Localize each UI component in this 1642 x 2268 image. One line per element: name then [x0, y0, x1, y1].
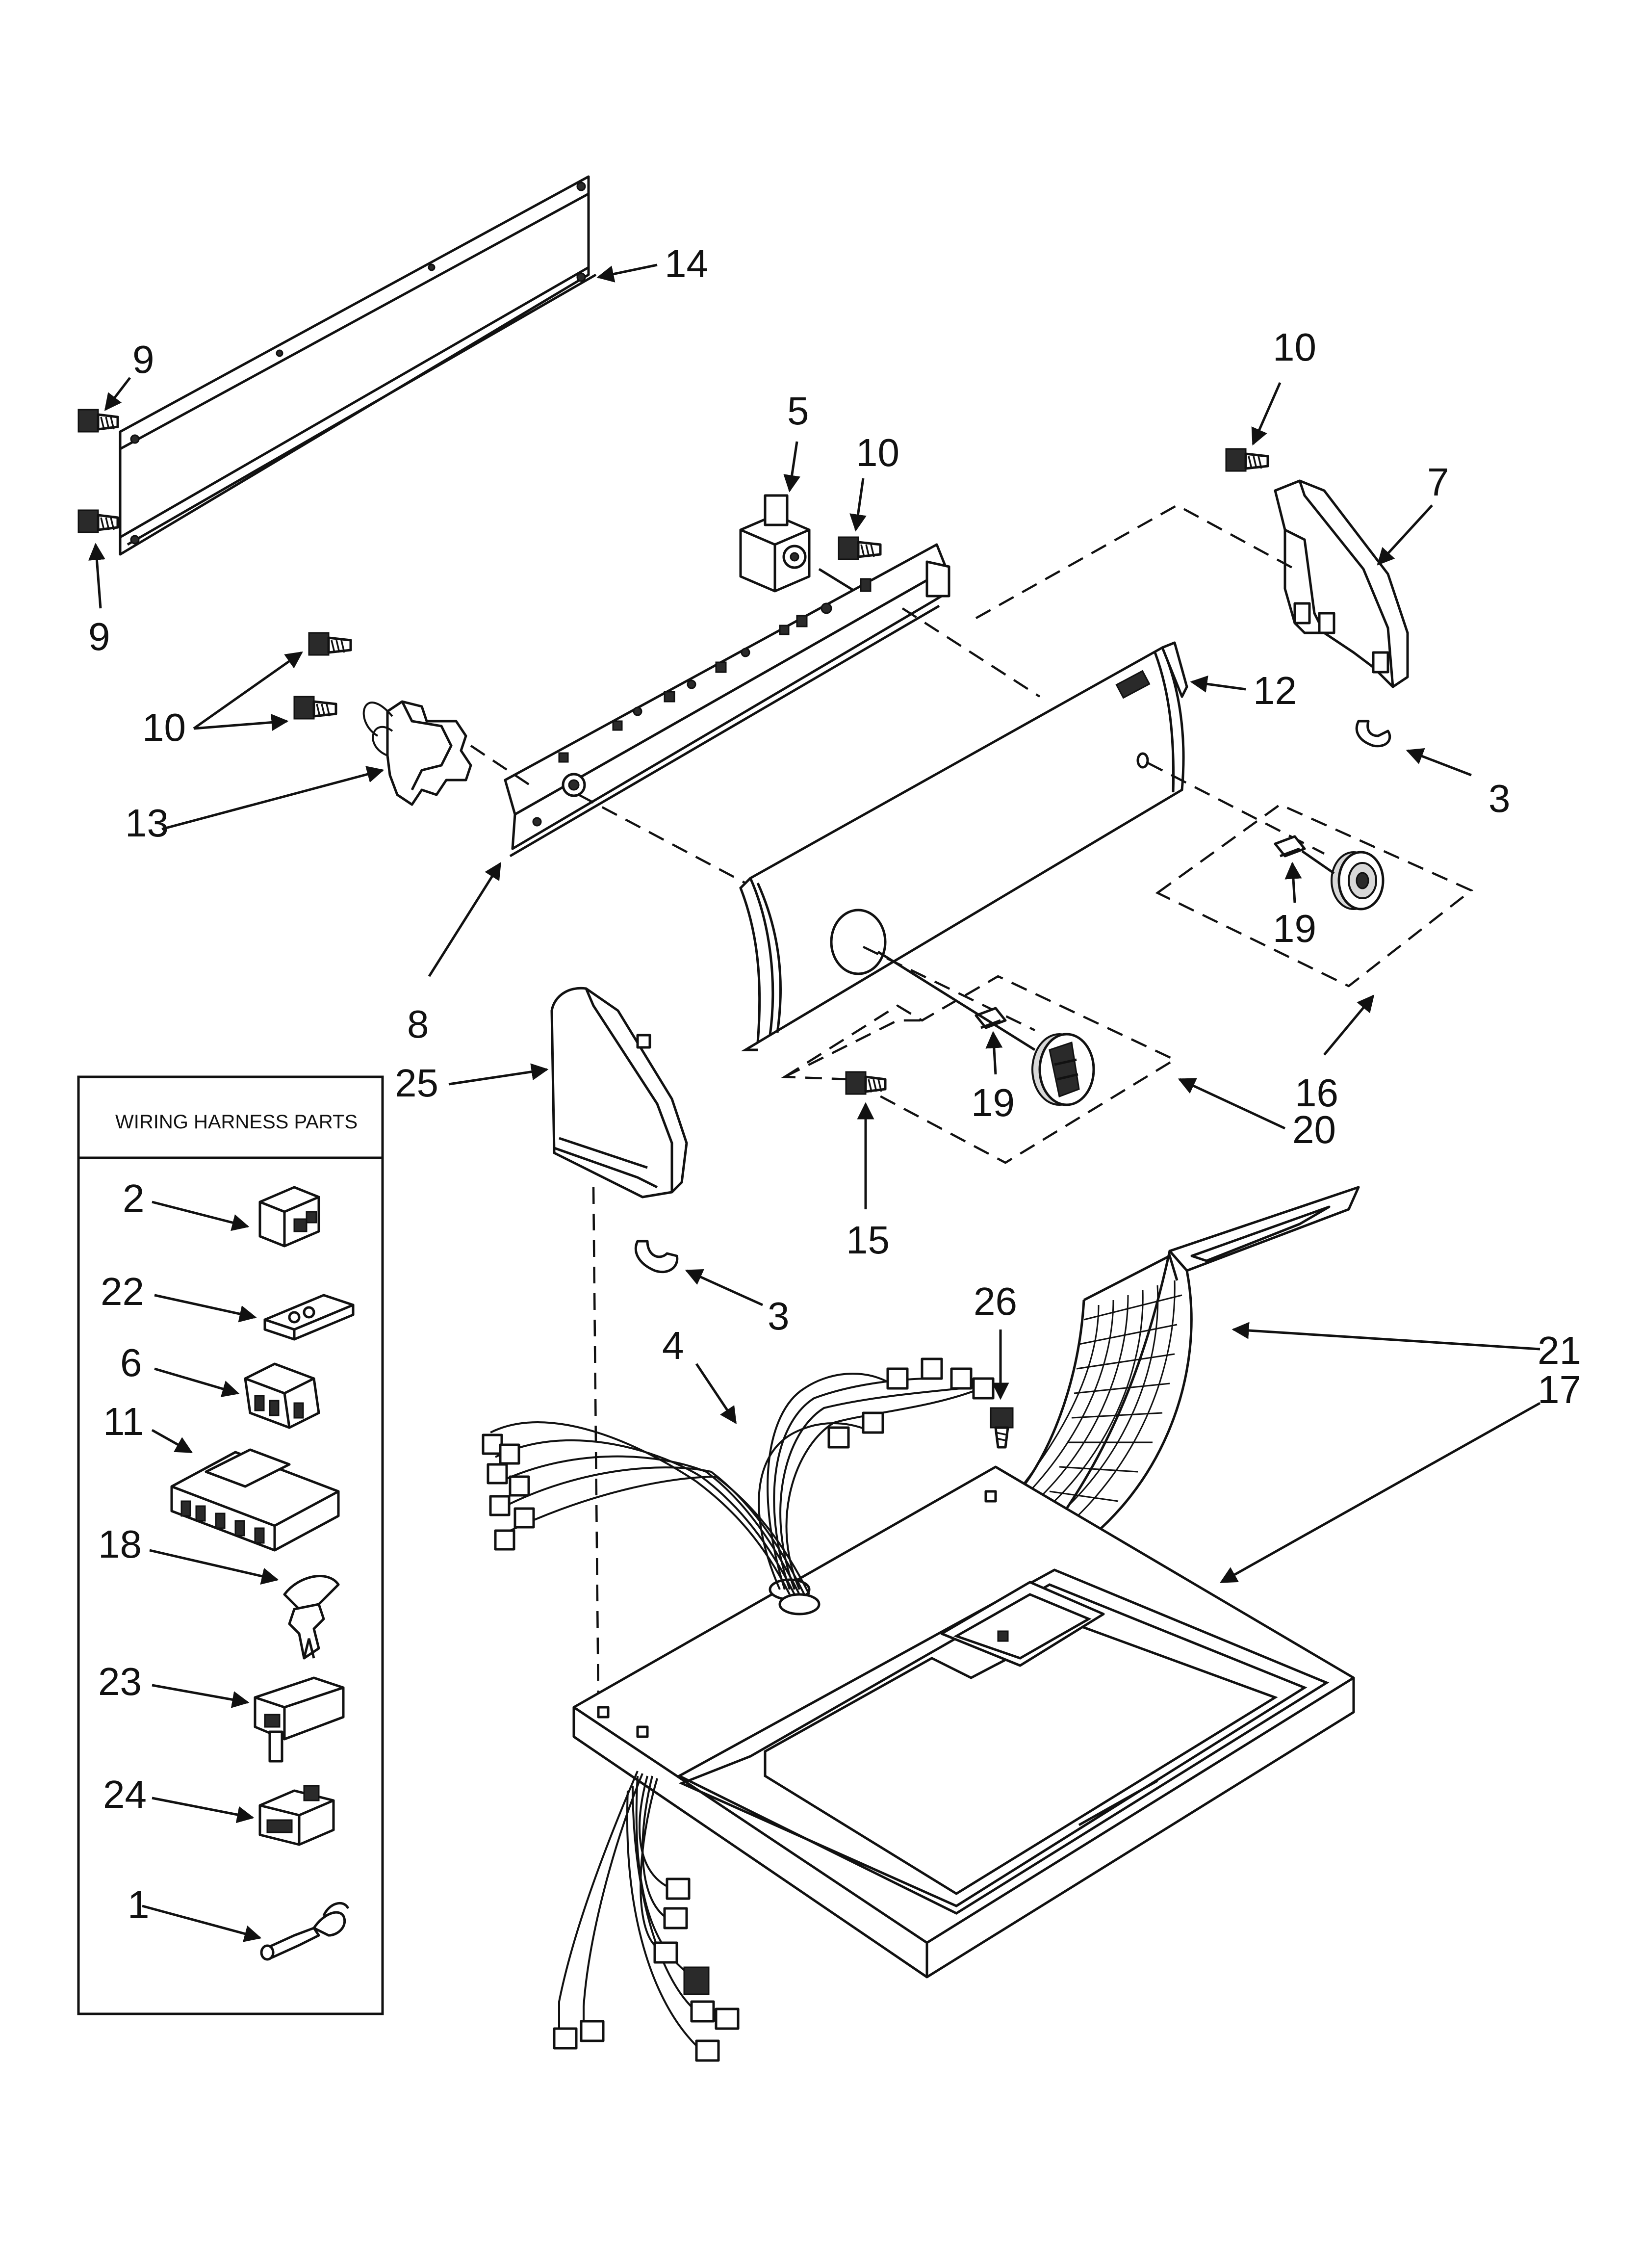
harness-connectors-upper	[482, 1357, 995, 1551]
callout-17: 17	[1538, 1368, 1581, 1411]
clip-part-19-right	[1274, 835, 1306, 858]
screw-10-right	[1225, 448, 1269, 472]
screw-10-left-lower	[293, 696, 337, 720]
callout-21: 21	[1538, 1329, 1581, 1372]
callout-8: 8	[407, 1002, 429, 1046]
screw-9-lower	[77, 509, 119, 533]
callout-19-right: 19	[1273, 907, 1316, 950]
callout-15: 15	[846, 1218, 890, 1262]
connector-part-11	[170, 1448, 340, 1552]
callout-9-upper: 9	[132, 338, 154, 381]
wiring-harness-parts-panel: WIRING HARNESS PARTS 2 22	[77, 1075, 384, 2015]
callout-16: 16	[1295, 1071, 1338, 1115]
callout-5: 5	[787, 389, 809, 433]
callout-20: 20	[1292, 1108, 1336, 1151]
connector-part-6	[244, 1362, 320, 1429]
clip-part-3-lower	[634, 1240, 679, 1274]
wiring-harness-part-4	[490, 1373, 981, 1616]
callout-7: 7	[1427, 460, 1449, 504]
callout-3-upper: 3	[1488, 777, 1511, 820]
end-cap-right-part-7	[1274, 479, 1409, 688]
callout-10-middle: 10	[856, 431, 899, 474]
end-cap-left-part-25	[550, 987, 688, 1199]
connector-part-22	[263, 1294, 355, 1341]
screw-15	[845, 1071, 887, 1095]
top-panel-part-17	[572, 1465, 1355, 1979]
rear-panel-part	[119, 175, 597, 556]
switch-part-5	[739, 494, 811, 593]
console-panel-part-12	[739, 641, 1188, 1051]
callout-11: 11	[103, 1400, 144, 1443]
screw-9-upper	[77, 409, 119, 433]
connector-part-2	[258, 1186, 320, 1248]
callout-24: 24	[103, 1773, 147, 1816]
callout-13: 13	[125, 801, 169, 845]
callout-10-left: 10	[142, 705, 186, 749]
terminal-part-1	[260, 1902, 350, 1961]
callout-9-lower: 9	[88, 615, 110, 658]
connector-part-23	[254, 1676, 345, 1763]
callout-3-lower: 3	[768, 1294, 790, 1338]
switch-part-13	[362, 700, 472, 806]
callout-18: 18	[98, 1522, 142, 1566]
callout-12: 12	[1253, 669, 1297, 712]
callout-22: 22	[101, 1270, 144, 1313]
callout-26: 26	[974, 1279, 1017, 1323]
connector-part-18	[283, 1575, 340, 1660]
knob-part-16	[1331, 851, 1385, 911]
callout-6: 6	[120, 1341, 142, 1384]
screw-26	[990, 1407, 1014, 1449]
callout-23: 23	[98, 1660, 142, 1703]
knob-part-20	[1031, 1033, 1095, 1106]
clip-part-3-upper	[1355, 720, 1391, 748]
callout-25: 25	[395, 1061, 438, 1105]
clip-part-19-left	[975, 1007, 1007, 1029]
callout-19-left: 19	[971, 1081, 1015, 1124]
callout-10-right: 10	[1273, 325, 1316, 369]
harness-connectors-lower	[553, 1877, 740, 2062]
callout-14: 14	[665, 242, 708, 286]
callout-2: 2	[123, 1176, 145, 1220]
control-bracket-part-8	[504, 543, 950, 858]
panel-title: WIRING HARNESS PARTS	[115, 1111, 358, 1133]
connector-part-24	[258, 1785, 335, 1846]
screw-10-left-upper	[308, 632, 352, 656]
callout-1: 1	[128, 1883, 150, 1927]
callout-4: 4	[662, 1324, 684, 1367]
screw-10-middle	[838, 536, 882, 560]
